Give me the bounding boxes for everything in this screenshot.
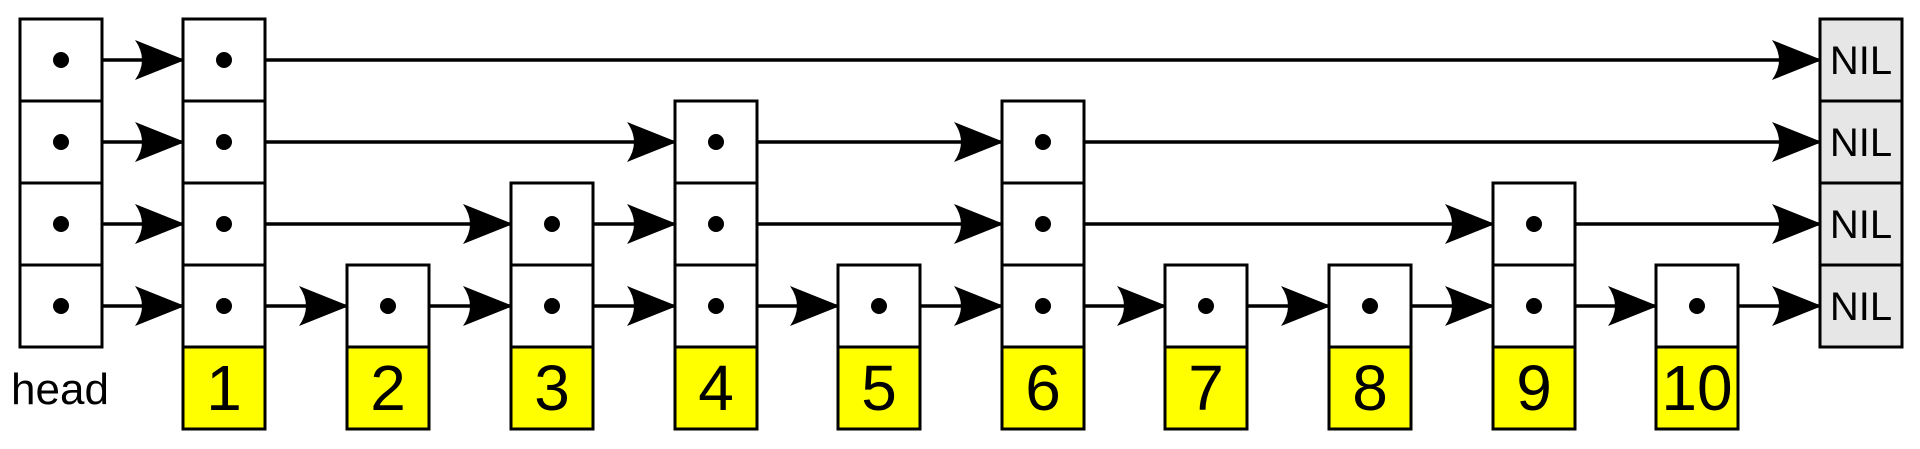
nil-label: NIL — [1830, 203, 1892, 247]
nil-label: NIL — [1830, 285, 1892, 329]
nil-cell — [1818, 263, 1904, 349]
node-key-label: 5 — [861, 352, 897, 424]
node-key-cell — [673, 345, 759, 431]
nil-cell — [1818, 99, 1904, 185]
pointer-dot — [53, 216, 69, 232]
pointer-dot — [544, 216, 560, 232]
pointer-dot — [708, 298, 724, 314]
head-label: head — [11, 365, 109, 414]
nil-label: NIL — [1830, 121, 1892, 165]
head-pointer-cell — [18, 17, 104, 103]
node-key-cell — [1000, 345, 1086, 431]
node-key-label: 4 — [698, 352, 734, 424]
node-key-label: 6 — [1025, 352, 1061, 424]
node-key-cell — [509, 345, 595, 431]
pointer-dot — [1198, 298, 1214, 314]
nil-cell — [1818, 17, 1904, 103]
pointer-dot — [53, 52, 69, 68]
pointer-dot — [708, 134, 724, 150]
node-key-cell — [1163, 345, 1249, 431]
node-pointer-cell — [1000, 181, 1086, 267]
pointer-dot — [216, 298, 232, 314]
node-key-cell — [1654, 345, 1740, 431]
pointer-dot — [544, 298, 560, 314]
node-key-cell — [345, 345, 431, 431]
node-key-cell — [1327, 345, 1413, 431]
cells-layer: 1 2 3 4 5 6 7 8 9 10 NIL NIL NIL NIL — [18, 17, 1904, 431]
pointer-dot — [1035, 216, 1051, 232]
pointer-dot — [708, 216, 724, 232]
node-key-label: 10 — [1661, 352, 1732, 424]
node-key-cell — [181, 345, 267, 431]
pointer-dot — [1689, 298, 1705, 314]
pointer-dot — [1035, 298, 1051, 314]
pointer-dot — [1035, 134, 1051, 150]
pointer-dot — [53, 134, 69, 150]
node-key-label: 7 — [1188, 352, 1224, 424]
pointer-dot — [871, 298, 887, 314]
pointer-dot — [53, 298, 69, 314]
node-key-cell — [1491, 345, 1577, 431]
pointer-dot — [216, 216, 232, 232]
pointer-dot — [1362, 298, 1378, 314]
nil-label: NIL — [1830, 39, 1892, 83]
node-key-cell — [836, 345, 922, 431]
nil-cell — [1818, 181, 1904, 267]
node-key-label: 8 — [1352, 352, 1388, 424]
pointer-dot — [1526, 216, 1542, 232]
pointer-dot — [380, 298, 396, 314]
node-key-label: 3 — [534, 352, 570, 424]
pointer-dot — [216, 134, 232, 150]
node-key-label: 1 — [206, 352, 242, 424]
node-key-label: 9 — [1516, 352, 1552, 424]
pointer-dot — [216, 52, 232, 68]
node-key-label: 2 — [370, 352, 406, 424]
pointer-dot — [1526, 298, 1542, 314]
